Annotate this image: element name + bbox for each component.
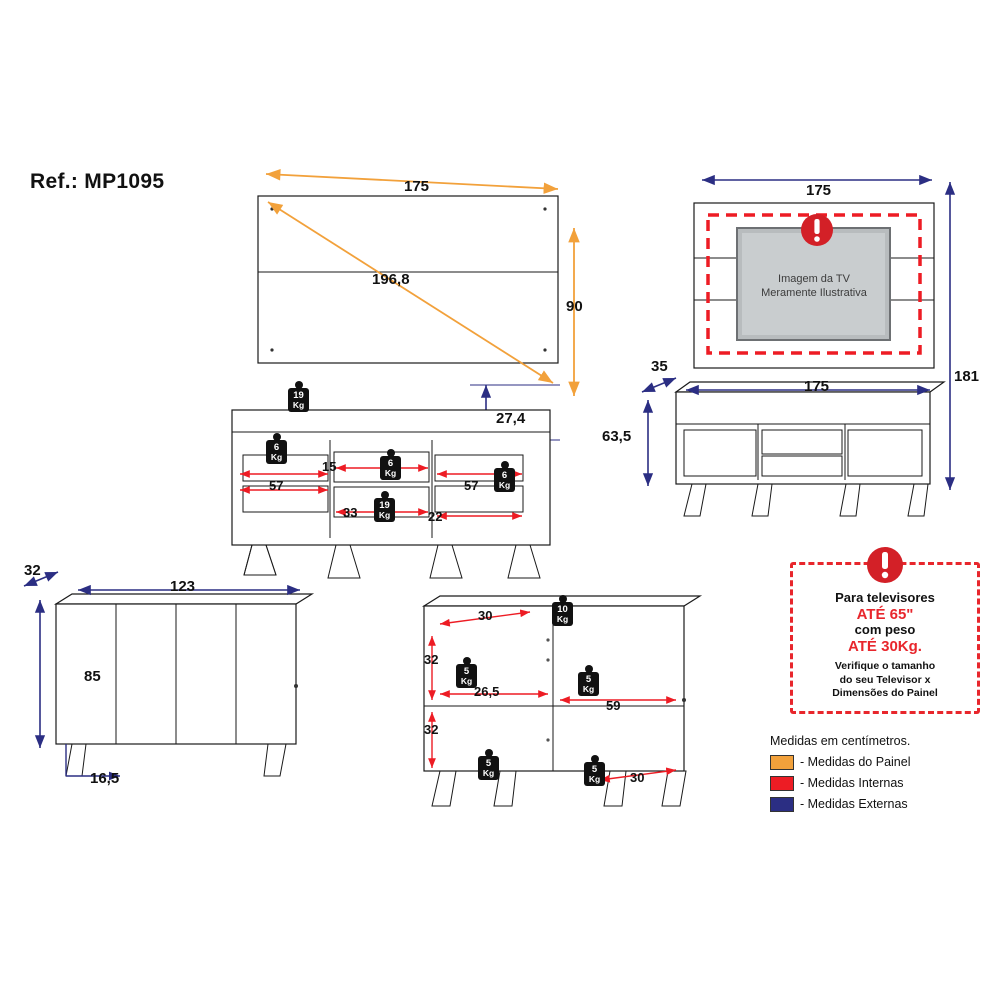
rack-right-internal-label: 57: [464, 478, 479, 493]
buffet-open-drawing: [421, 595, 703, 807]
weight-badge: 19 Kg: [374, 491, 395, 522]
rack-right-small-label: 22: [428, 509, 443, 524]
buffet-leg-label: 16,5: [90, 770, 120, 787]
weight-pin: [558, 595, 567, 603]
weight-unit: Kg: [556, 613, 569, 624]
rack-left-internal-label: 57: [269, 478, 284, 493]
weight-unit: Kg: [378, 509, 391, 520]
panel-front-drawing: [257, 168, 580, 441]
tv-warning-box: Para televisores ATÉ 65" com peso ATÉ 30…: [790, 547, 980, 714]
buffetopen-right-width-label: 59: [606, 698, 621, 713]
weight-pin: [462, 657, 471, 665]
alert-icon: [801, 214, 833, 246]
buffetopen-bottom-right-label: 30: [630, 770, 645, 785]
legend-swatch-external: [770, 797, 794, 813]
weight-unit: Kg: [482, 767, 495, 778]
weight-unit: Kg: [588, 773, 601, 784]
buffet-width-label: 123: [170, 578, 196, 595]
weight-pin: [386, 449, 395, 457]
panel-height-label: 90: [566, 298, 583, 315]
buffetopen-mid-width-label: 26,5: [474, 684, 500, 699]
weight-pin: [584, 665, 593, 673]
page-title: Ref.: MP1095: [30, 170, 165, 193]
buffet-front-drawing: [23, 571, 315, 781]
weight-pin: [380, 491, 389, 499]
rackiso-height-label: 63,5: [602, 428, 632, 445]
legend-label-panel: - Medidas do Painel: [800, 755, 911, 770]
weight-unit: Kg: [582, 683, 595, 694]
weight-pin: [484, 749, 493, 757]
buffetopen-top-left-label: 30: [478, 608, 493, 623]
weight-badge: 5 Kg: [478, 749, 499, 780]
rackiso-width-label: 175: [804, 378, 830, 395]
panel-gap-label: 27,4: [496, 410, 526, 427]
weight-value: 19: [293, 390, 304, 401]
weight-badge: 6 Kg: [266, 433, 287, 464]
legend-title: Medidas em centímetros.: [770, 734, 911, 748]
weight-value: 5: [485, 758, 492, 769]
rack-mid-internal-label: 33: [343, 505, 358, 520]
weight-value: 6: [387, 458, 394, 469]
panel-diagonal-label: 196,8: [372, 271, 410, 288]
weight-unit: Kg: [460, 675, 473, 686]
warning-line4: ATÉ 30Kg.: [848, 638, 922, 656]
buffetopen-left-h2-label: 32: [424, 722, 439, 737]
warning-sub3: Dimensões do Painel: [832, 686, 938, 699]
weight-badge: 10 Kg: [552, 595, 573, 626]
weight-value: 5: [585, 674, 592, 685]
weight-value: 10: [557, 604, 568, 615]
legend-label-internal: - Medidas Internas: [800, 776, 904, 791]
tv-note-line1: Imagem da TV: [778, 273, 850, 285]
weight-value: 5: [591, 764, 598, 775]
weight-unit: Kg: [498, 479, 511, 490]
weight-pin: [590, 755, 599, 763]
legend-row-internal: - Medidas Internas: [770, 776, 995, 792]
weight-pin: [272, 433, 281, 441]
paneltv-height-label: 181: [954, 368, 980, 385]
weight-badge: 5 Kg: [456, 657, 477, 688]
weight-value: 6: [501, 470, 508, 481]
weight-value: 6: [273, 442, 280, 453]
rack-mid-small-label: 15: [322, 459, 337, 474]
warning-sub1: Verifique o tamanho: [834, 660, 936, 673]
warning-sub2: do seu Televisor x: [839, 673, 931, 686]
buffet-depth-label: 32: [24, 562, 41, 579]
legend-row-external: - Medidas Externas: [770, 797, 995, 813]
legend-row-panel: - Medidas do Painel: [770, 755, 995, 771]
weight-value: 19: [379, 500, 390, 511]
weight-unit: Kg: [292, 399, 305, 410]
rackiso-depth-label: 35: [651, 358, 668, 375]
warning-line3: com peso: [854, 622, 916, 638]
weight-badge: 19 Kg: [288, 381, 309, 412]
warning-line1: Para televisores: [835, 590, 935, 605]
panel-width-label: 175: [404, 178, 430, 195]
tv-illustration-note: Imagem da TV Meramente Ilustrativa: [752, 272, 876, 301]
alert-icon: [867, 547, 903, 583]
weight-pin: [294, 381, 303, 389]
weight-pin: [500, 461, 509, 469]
rack-iso-drawing: [641, 377, 946, 517]
legend-swatch-internal: [770, 776, 794, 792]
weight-badge: 5 Kg: [578, 665, 599, 696]
warning-line2: ATÉ 65": [856, 605, 914, 623]
legend: Medidas em centímetros. - Medidas do Pai…: [770, 734, 995, 818]
legend-swatch-panel: [770, 755, 794, 771]
weight-badge: 6 Kg: [380, 449, 401, 480]
buffetopen-left-h1-label: 32: [424, 652, 439, 667]
weight-unit: Kg: [270, 451, 283, 462]
paneltv-width-label: 175: [806, 182, 832, 199]
legend-label-external: - Medidas Externas: [800, 797, 908, 812]
tv-note-line2: Meramente Ilustrativa: [761, 287, 867, 300]
weight-badge: 6 Kg: [494, 461, 515, 492]
buffet-height-label: 85: [84, 668, 101, 685]
weight-value: 5: [463, 666, 470, 677]
weight-badge: 5 Kg: [584, 755, 605, 786]
weight-unit: Kg: [384, 467, 397, 478]
